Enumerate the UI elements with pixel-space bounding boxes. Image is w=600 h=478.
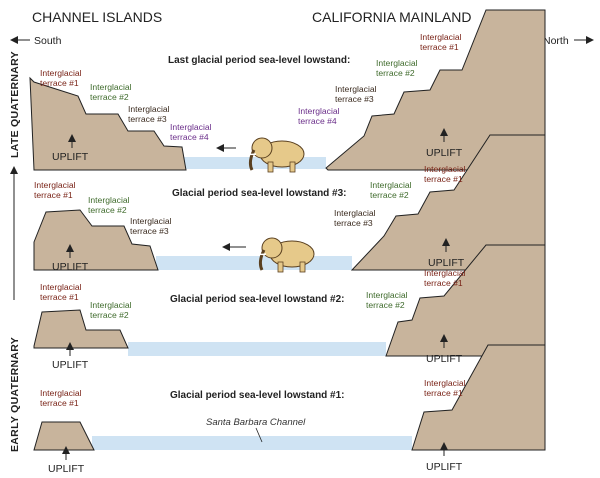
sea-water	[92, 436, 412, 450]
stage-title-3: Glacial period sea-level lowstand #3:	[172, 188, 347, 199]
island-uplift-label-4: UPLIFT	[48, 463, 85, 475]
sea-water	[156, 256, 352, 270]
stage-title-2: Glacial period sea-level lowstand #2:	[170, 294, 345, 305]
channel-islands-header: CHANNEL ISLANDS	[32, 9, 162, 25]
mainland-uplift-label-3: UPLIFT	[426, 353, 463, 365]
mammoth-icon	[243, 137, 305, 173]
island-uplift-label-2: UPLIFT	[52, 261, 89, 273]
island-landmass	[33, 209, 159, 271]
island-landmass	[33, 421, 95, 451]
stage-title-last: Last glacial period sea-level lowstand:	[168, 55, 350, 66]
mainland-landmass	[385, 244, 546, 357]
mainland-landmass	[325, 9, 546, 171]
stage-title-1: Glacial period sea-level lowstand #1:	[170, 390, 345, 401]
late-quaternary-label: LATE QUATERNARY	[9, 51, 21, 158]
panel-lowstand-1: Glacial period sea-level lowstand #1: In…	[33, 344, 546, 451]
mainland-landmass	[350, 134, 546, 271]
island-uplift-label-3: UPLIFT	[52, 359, 89, 371]
mainland-uplift-label-4: UPLIFT	[426, 461, 463, 473]
santa-barbara-channel-label: Santa Barbara Channel	[206, 417, 306, 428]
channel-leader-line	[255, 427, 263, 443]
sea-water	[182, 157, 326, 169]
island-uplift-label-1: UPLIFT	[52, 151, 89, 163]
panel-lowstand-3: Glacial period sea-level lowstand #3: In…	[33, 134, 546, 273]
island-landmass	[29, 76, 187, 171]
mainland-uplift-label-1: UPLIFT	[426, 147, 463, 159]
sea-water	[128, 342, 386, 356]
mainland-landmass	[411, 344, 546, 451]
island-landmass	[33, 309, 129, 349]
mainland-uplift-label-2: UPLIFT	[428, 257, 465, 269]
south-label: South	[34, 35, 62, 47]
mammoth-icon	[253, 237, 315, 273]
california-mainland-header: CALIFORNIA MAINLAND	[312, 9, 471, 25]
panel-lowstand-2: Glacial period sea-level lowstand #2: In…	[33, 244, 546, 357]
panel-last-glacial: Last glacial period sea-level lowstand: …	[29, 9, 546, 173]
north-label: North	[543, 35, 569, 47]
early-quaternary-label: EARLY QUATERNARY	[9, 337, 21, 452]
